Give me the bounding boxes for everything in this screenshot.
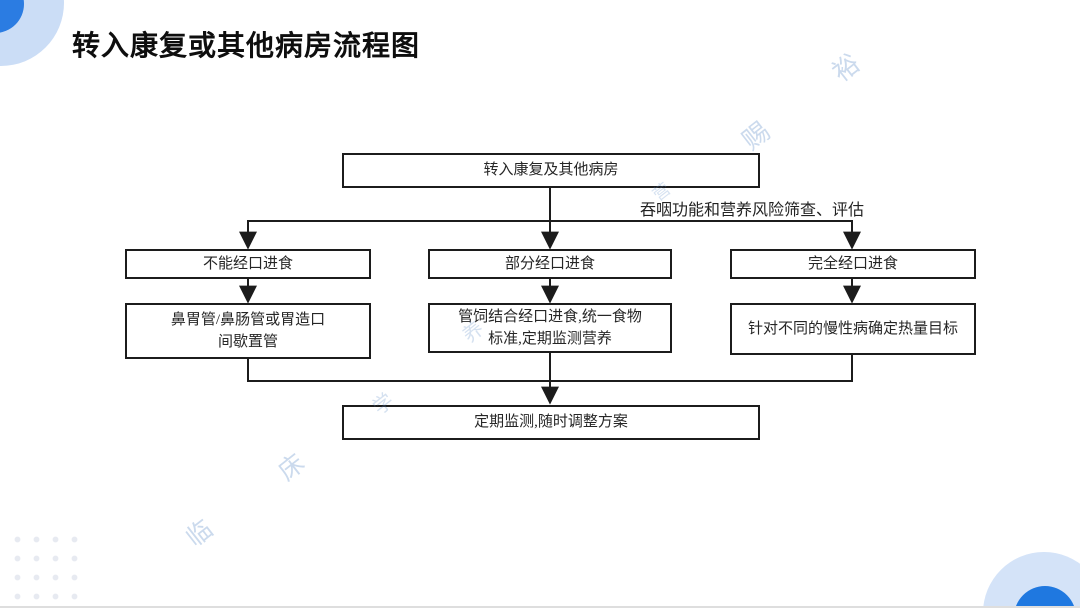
page-title: 转入康复或其他病房流程图 (72, 30, 421, 61)
flow-box-full-oral-intake: 完全经口进食 (730, 249, 976, 279)
flow-box-cannot-oral-intake: 不能经口进食 (125, 249, 371, 279)
dot-grid-decoration (2, 524, 80, 608)
flow-box-partial-oral-intake: 部分经口进食 (428, 249, 672, 279)
flow-box-tube-placement: 鼻胃管/鼻肠管或胃造口 间歇置管 (125, 303, 371, 359)
slide-bottom-edge (0, 606, 1080, 608)
flow-box-monitor-adjust: 定期监测,随时调整方案 (342, 405, 760, 440)
flow-box-calorie-target: 针对不同的慢性病确定热量目标 (730, 303, 976, 355)
corner-circle-bottomright-inner (1014, 586, 1076, 608)
flow-box-tube-plus-oral: 管饲结合经口进食,统一食物 标准,定期监测营养 (428, 303, 672, 353)
branch-label-screening: 吞咽功能和营养风险筛查、评估 (639, 202, 864, 219)
flow-box-transfer-ward: 转入康复及其他病房 (342, 153, 760, 188)
